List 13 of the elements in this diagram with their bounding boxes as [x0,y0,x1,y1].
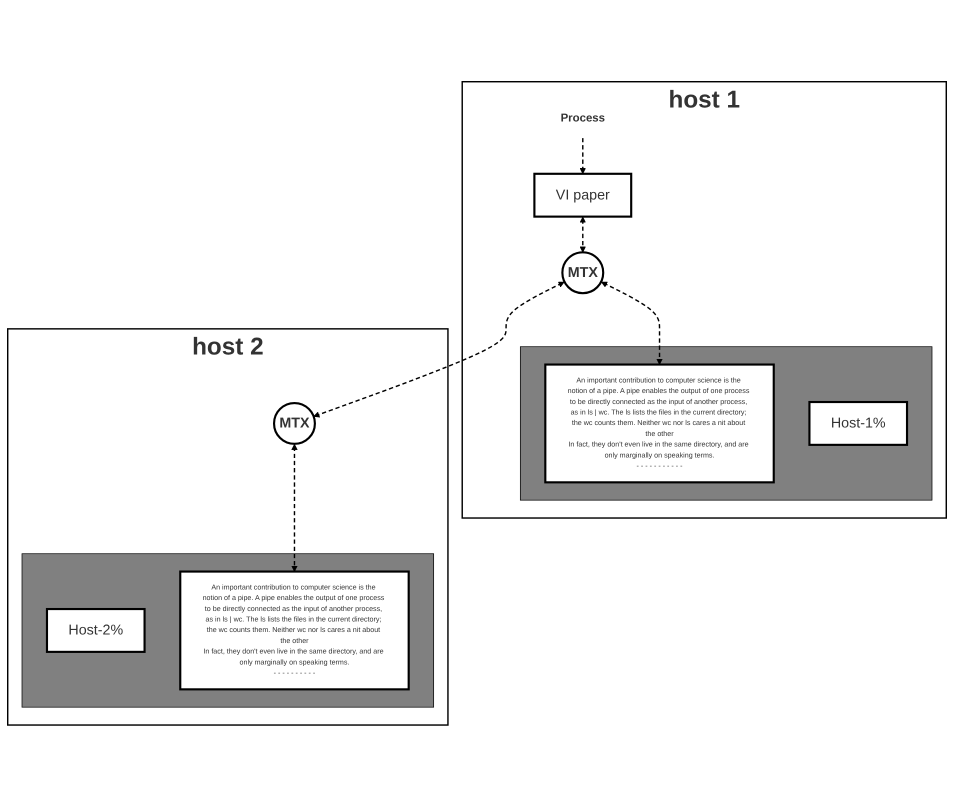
arrow [601,282,663,365]
arrow [291,444,298,572]
node-circle: MTX [272,402,316,446]
node-text: Process [560,112,606,125]
node-box: VI paper [533,172,632,218]
arrow [580,216,586,253]
node-box: Host-1% [808,401,908,446]
node-circle: MTX [561,251,604,294]
cluster [22,553,434,708]
node-box: Host-2% [46,608,146,654]
arrow [313,282,565,418]
cluster [520,346,932,501]
arrow [580,138,586,174]
